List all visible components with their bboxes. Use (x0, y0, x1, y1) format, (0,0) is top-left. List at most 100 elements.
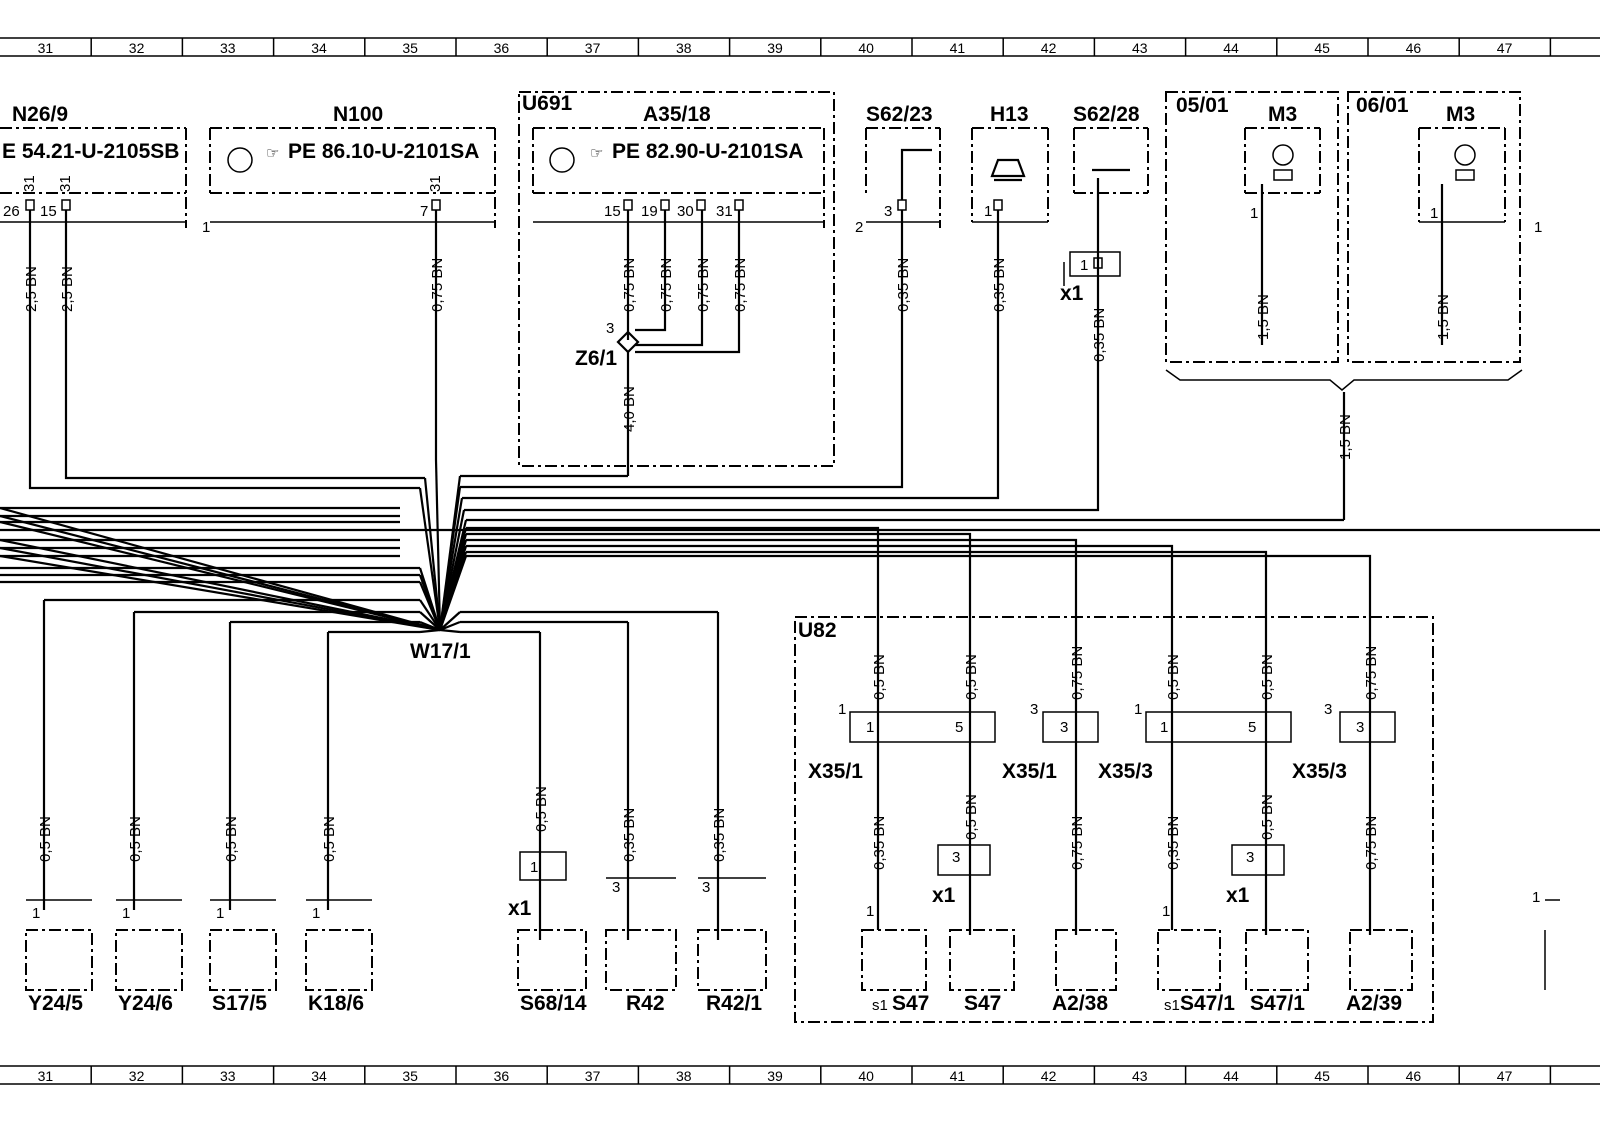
top-ruler-col-39: 39 (767, 40, 783, 56)
top-wires: 2,5 BN 2,5 BN 0,75 BN 0,75 BN 0,75 BN 0,… (23, 210, 1452, 522)
wire-top-10: 0,35 BN (991, 258, 1008, 312)
wire-u82-2: 0,5 BN (963, 654, 980, 700)
z6-1-pin: 3 (606, 320, 614, 337)
m3b-pin: 1 (1430, 205, 1438, 222)
x35-1a-corner: 1 (838, 701, 846, 718)
component-m3-a: 05/01 M3 1 (1165, 91, 1339, 363)
x35-3a-pin-1: 1 (1160, 719, 1168, 736)
h13-id: H13 (990, 103, 1029, 126)
y24-5-pin: 1 (32, 905, 40, 922)
n26-9-pin-26: 26 (3, 203, 20, 220)
wire-top-2: 2,5 BN (59, 266, 76, 312)
wire-u82-6: 0,75 BN (1363, 646, 1380, 700)
s17-5-id: S17/5 (212, 992, 267, 1015)
x1b-pin-3: 3 (1246, 849, 1254, 866)
bottom-ruler-col-33: 33 (220, 1068, 236, 1084)
right-edge-pin: 1 (1532, 889, 1540, 906)
wire-top-13: 1,5 BN (1435, 294, 1452, 340)
bottom-ruler-col-35: 35 (402, 1068, 418, 1084)
n26-9-pin-15: 15 (40, 203, 57, 220)
k18-6-pin: 1 (312, 905, 320, 922)
bottom-ruler-col-40: 40 (858, 1068, 874, 1084)
s47-b-id: S47 (964, 992, 1001, 1015)
wire-top-1: 2,5 BN (23, 266, 40, 312)
wire-top-11: 0,35 BN (1091, 308, 1108, 362)
x35-3a-pin-5: 5 (1248, 719, 1256, 736)
m3a-pin: 1 (1250, 205, 1258, 222)
n26-9-ref: E 54.21-U-2105SB (2, 140, 179, 163)
fan-line (439, 611, 461, 631)
svg-text:☞: ☞ (266, 145, 279, 162)
y24-6-id: Y24/6 (118, 992, 173, 1015)
wire-left-6: 0,35 BN (621, 808, 638, 862)
x35-1b-corner: 3 (1030, 701, 1038, 718)
w17-1-id: W17/1 (410, 640, 471, 663)
r42-id: R42 (626, 992, 665, 1015)
fan-line (419, 599, 441, 631)
x35-1b-pin-3: 3 (1060, 719, 1068, 736)
fan-line (419, 611, 441, 631)
bottom-ruler-col-41: 41 (950, 1068, 966, 1084)
x1a-pin-3: 3 (952, 849, 960, 866)
u691-id: U691 (522, 92, 573, 115)
m3b-ref: 06/01 (1356, 94, 1409, 117)
component-s62-23: S62/23 3 2 (855, 103, 941, 236)
x35-3b-id: X35/3 (1292, 760, 1347, 783)
x1b-label: x1 (1226, 884, 1250, 907)
wire-top-6: 0,75 BN (695, 258, 712, 312)
top-ruler-col-32: 32 (129, 40, 145, 56)
component-n100: N100 1 ☞ PE 86.10-U-2101SA 7 31 (202, 103, 496, 236)
r42-1-pin: 3 (702, 879, 710, 896)
x35-3a-id: X35/3 (1098, 760, 1153, 783)
wire-left-1: 0,5 BN (37, 816, 54, 862)
wire-left-7: 0,35 BN (711, 808, 728, 862)
bottom-ruler-col-37: 37 (585, 1068, 601, 1084)
fan-line (418, 581, 442, 631)
bottom-ruler-col-31: 31 (38, 1068, 54, 1084)
r42-1-id: R42/1 (706, 992, 762, 1015)
z6-1-id: Z6/1 (575, 347, 617, 370)
top-ruler-col-33: 33 (220, 40, 236, 56)
wire-u82-5: 0,5 BN (1259, 654, 1276, 700)
s47-1-pin: 1 (1162, 903, 1170, 920)
wire-u82-10: 0,35 BN (1165, 816, 1182, 870)
bottom-components: 1 1 1 1 1 3 3 1 1 x1 Y24/5 Y24/6 S17/5 K… (25, 219, 1560, 1015)
wire-top-4: 0,75 BN (621, 258, 638, 312)
wire-u82-7: 0,35 BN (871, 816, 888, 870)
bottom-ruler-col-38: 38 (676, 1068, 692, 1084)
bottom-ruler-col-45: 45 (1314, 1068, 1330, 1084)
fan-line (438, 555, 468, 631)
s17-5-pin: 1 (216, 905, 224, 922)
wire-left-4: 0,5 BN (321, 816, 338, 862)
top-ruler-col-43: 43 (1132, 40, 1148, 56)
s68-14-x1: x1 (508, 897, 532, 920)
bottom-ruler-col-32: 32 (129, 1068, 145, 1084)
wire-top-5: 0,75 BN (658, 258, 675, 312)
n26-9-id: N26/9 (12, 103, 68, 126)
a35-18-pin-19: 19 (641, 203, 658, 220)
s62-23-pin: 3 (884, 203, 892, 220)
n100-pin-tag: 31 (427, 175, 444, 192)
top-ruler-col-37: 37 (585, 40, 601, 56)
top-ruler-col-38: 38 (676, 40, 692, 56)
component-n26-9: N26/9 E 54.21-U-2105SB 26 15 31 31 (0, 103, 187, 228)
x35-1a-id: X35/1 (808, 760, 863, 783)
svg-text:☞: ☞ (590, 145, 603, 162)
wire-top-14: 1,5 BN (1337, 414, 1354, 460)
bottom-ruler-col-34: 34 (311, 1068, 327, 1084)
bottom-ruler-col-44: 44 (1223, 1068, 1239, 1084)
r42-pin: 3 (612, 879, 620, 896)
s47-prefix: s1 (872, 997, 888, 1014)
a35-18-pin-30: 30 (677, 203, 694, 220)
top-ruler-col-46: 46 (1406, 40, 1422, 56)
y24-5-id: Y24/5 (28, 992, 83, 1015)
m3a-ref: 05/01 (1176, 94, 1229, 117)
wire-u82-1: 0,5 BN (871, 654, 888, 700)
s47-1-id: S47/1 (1180, 992, 1235, 1015)
a35-18-id: A35/18 (643, 103, 711, 126)
wire-top-9: 0,35 BN (895, 258, 912, 312)
a35-18-pin-15: 15 (604, 203, 621, 220)
left-wires: 0,5 BN 0,5 BN 0,5 BN 0,5 BN 0,5 BN 0,35 … (0, 566, 728, 940)
